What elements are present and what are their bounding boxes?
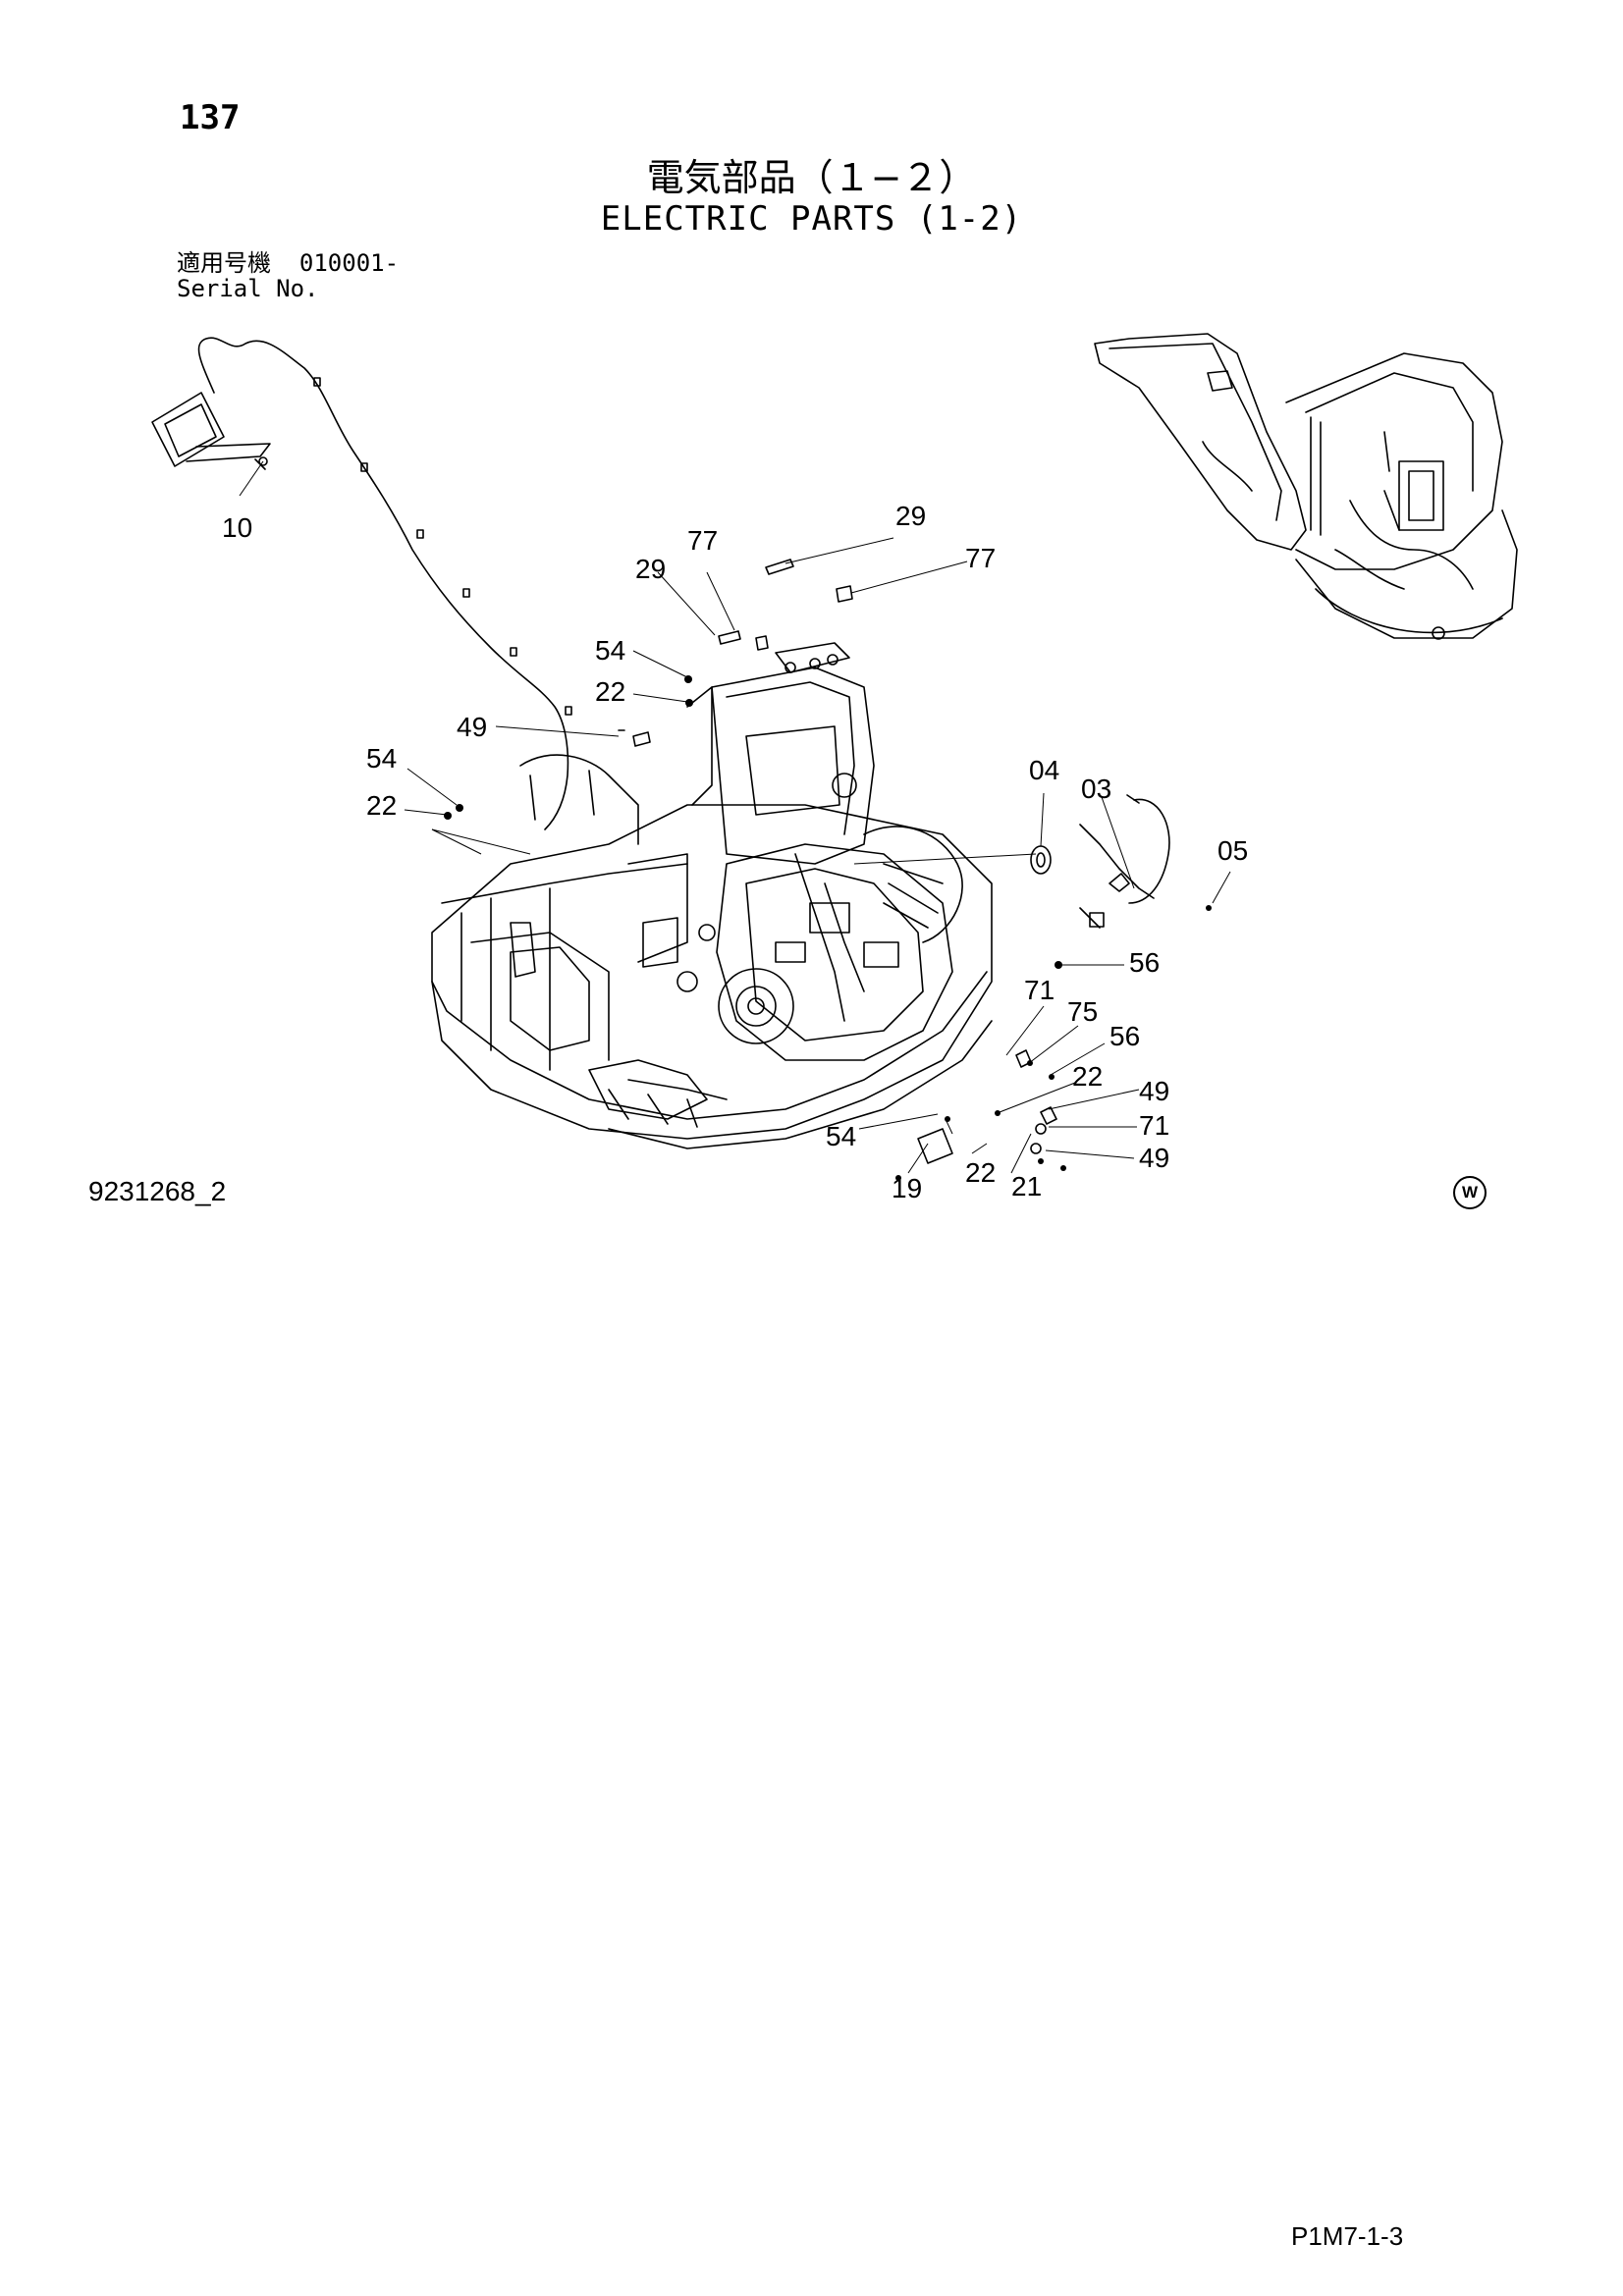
page-number: 137 bbox=[180, 98, 241, 137]
fastener-dots bbox=[444, 675, 1212, 1181]
monitor-unit-drawing bbox=[151, 392, 271, 470]
drawing-number: 9231268_2 bbox=[88, 1176, 227, 1206]
callout-03: 03 bbox=[1081, 774, 1112, 804]
page-code: P1M7-1-3 bbox=[1291, 2221, 1404, 2251]
callout-56-upper: 56 bbox=[1129, 947, 1161, 978]
harness-drawing bbox=[197, 337, 572, 830]
callout-77-top-right: 77 bbox=[965, 543, 997, 573]
upper-frame-drawing bbox=[431, 642, 993, 1149]
callout-29-top-right: 29 bbox=[895, 501, 927, 531]
callout-49-upper: 49 bbox=[457, 712, 488, 742]
serial-label-japanese: 適用号機 bbox=[177, 249, 271, 277]
callout-71-lower: 71 bbox=[1139, 1110, 1170, 1141]
callout-49-right-upper: 49 bbox=[1139, 1076, 1170, 1106]
callout-22-right: 22 bbox=[1072, 1061, 1104, 1092]
w-watermark-icon: W bbox=[1453, 1176, 1487, 1209]
callout-49-right-lower: 49 bbox=[1139, 1143, 1170, 1173]
excavator-inset-drawing bbox=[1094, 333, 1518, 640]
callout-56-lower: 56 bbox=[1109, 1021, 1141, 1051]
page-title-english: ELECTRIC PARTS (1-2) bbox=[600, 199, 1023, 239]
serial-block: 適用号機 010001- Serial No. bbox=[177, 250, 399, 301]
page-title-japanese: 電気部品（１−２） bbox=[646, 156, 977, 199]
callout-77-top-left: 77 bbox=[687, 525, 719, 556]
serial-label-english: Serial No. bbox=[177, 275, 319, 302]
callout-54-bottom: 54 bbox=[826, 1121, 857, 1151]
exploded-parts-drawing bbox=[618, 559, 1170, 1164]
callout-05: 05 bbox=[1217, 835, 1249, 866]
leader-lines bbox=[239, 460, 1231, 1174]
callout-04: 04 bbox=[1029, 755, 1060, 785]
callout-22-bottom: 22 bbox=[965, 1157, 997, 1188]
callout-19: 19 bbox=[892, 1173, 923, 1203]
callout-22-left: 22 bbox=[366, 790, 398, 821]
callout-29-top-left: 29 bbox=[635, 554, 667, 584]
callout-22-upper: 22 bbox=[595, 676, 626, 707]
callout-21: 21 bbox=[1011, 1171, 1043, 1201]
serial-value: 010001- bbox=[298, 249, 400, 277]
callout-54-left: 54 bbox=[366, 743, 398, 774]
callout-75: 75 bbox=[1067, 996, 1099, 1027]
callout-10: 10 bbox=[222, 512, 253, 543]
callout-71-upper: 71 bbox=[1024, 975, 1055, 1005]
callout-54-upper: 54 bbox=[595, 635, 626, 666]
